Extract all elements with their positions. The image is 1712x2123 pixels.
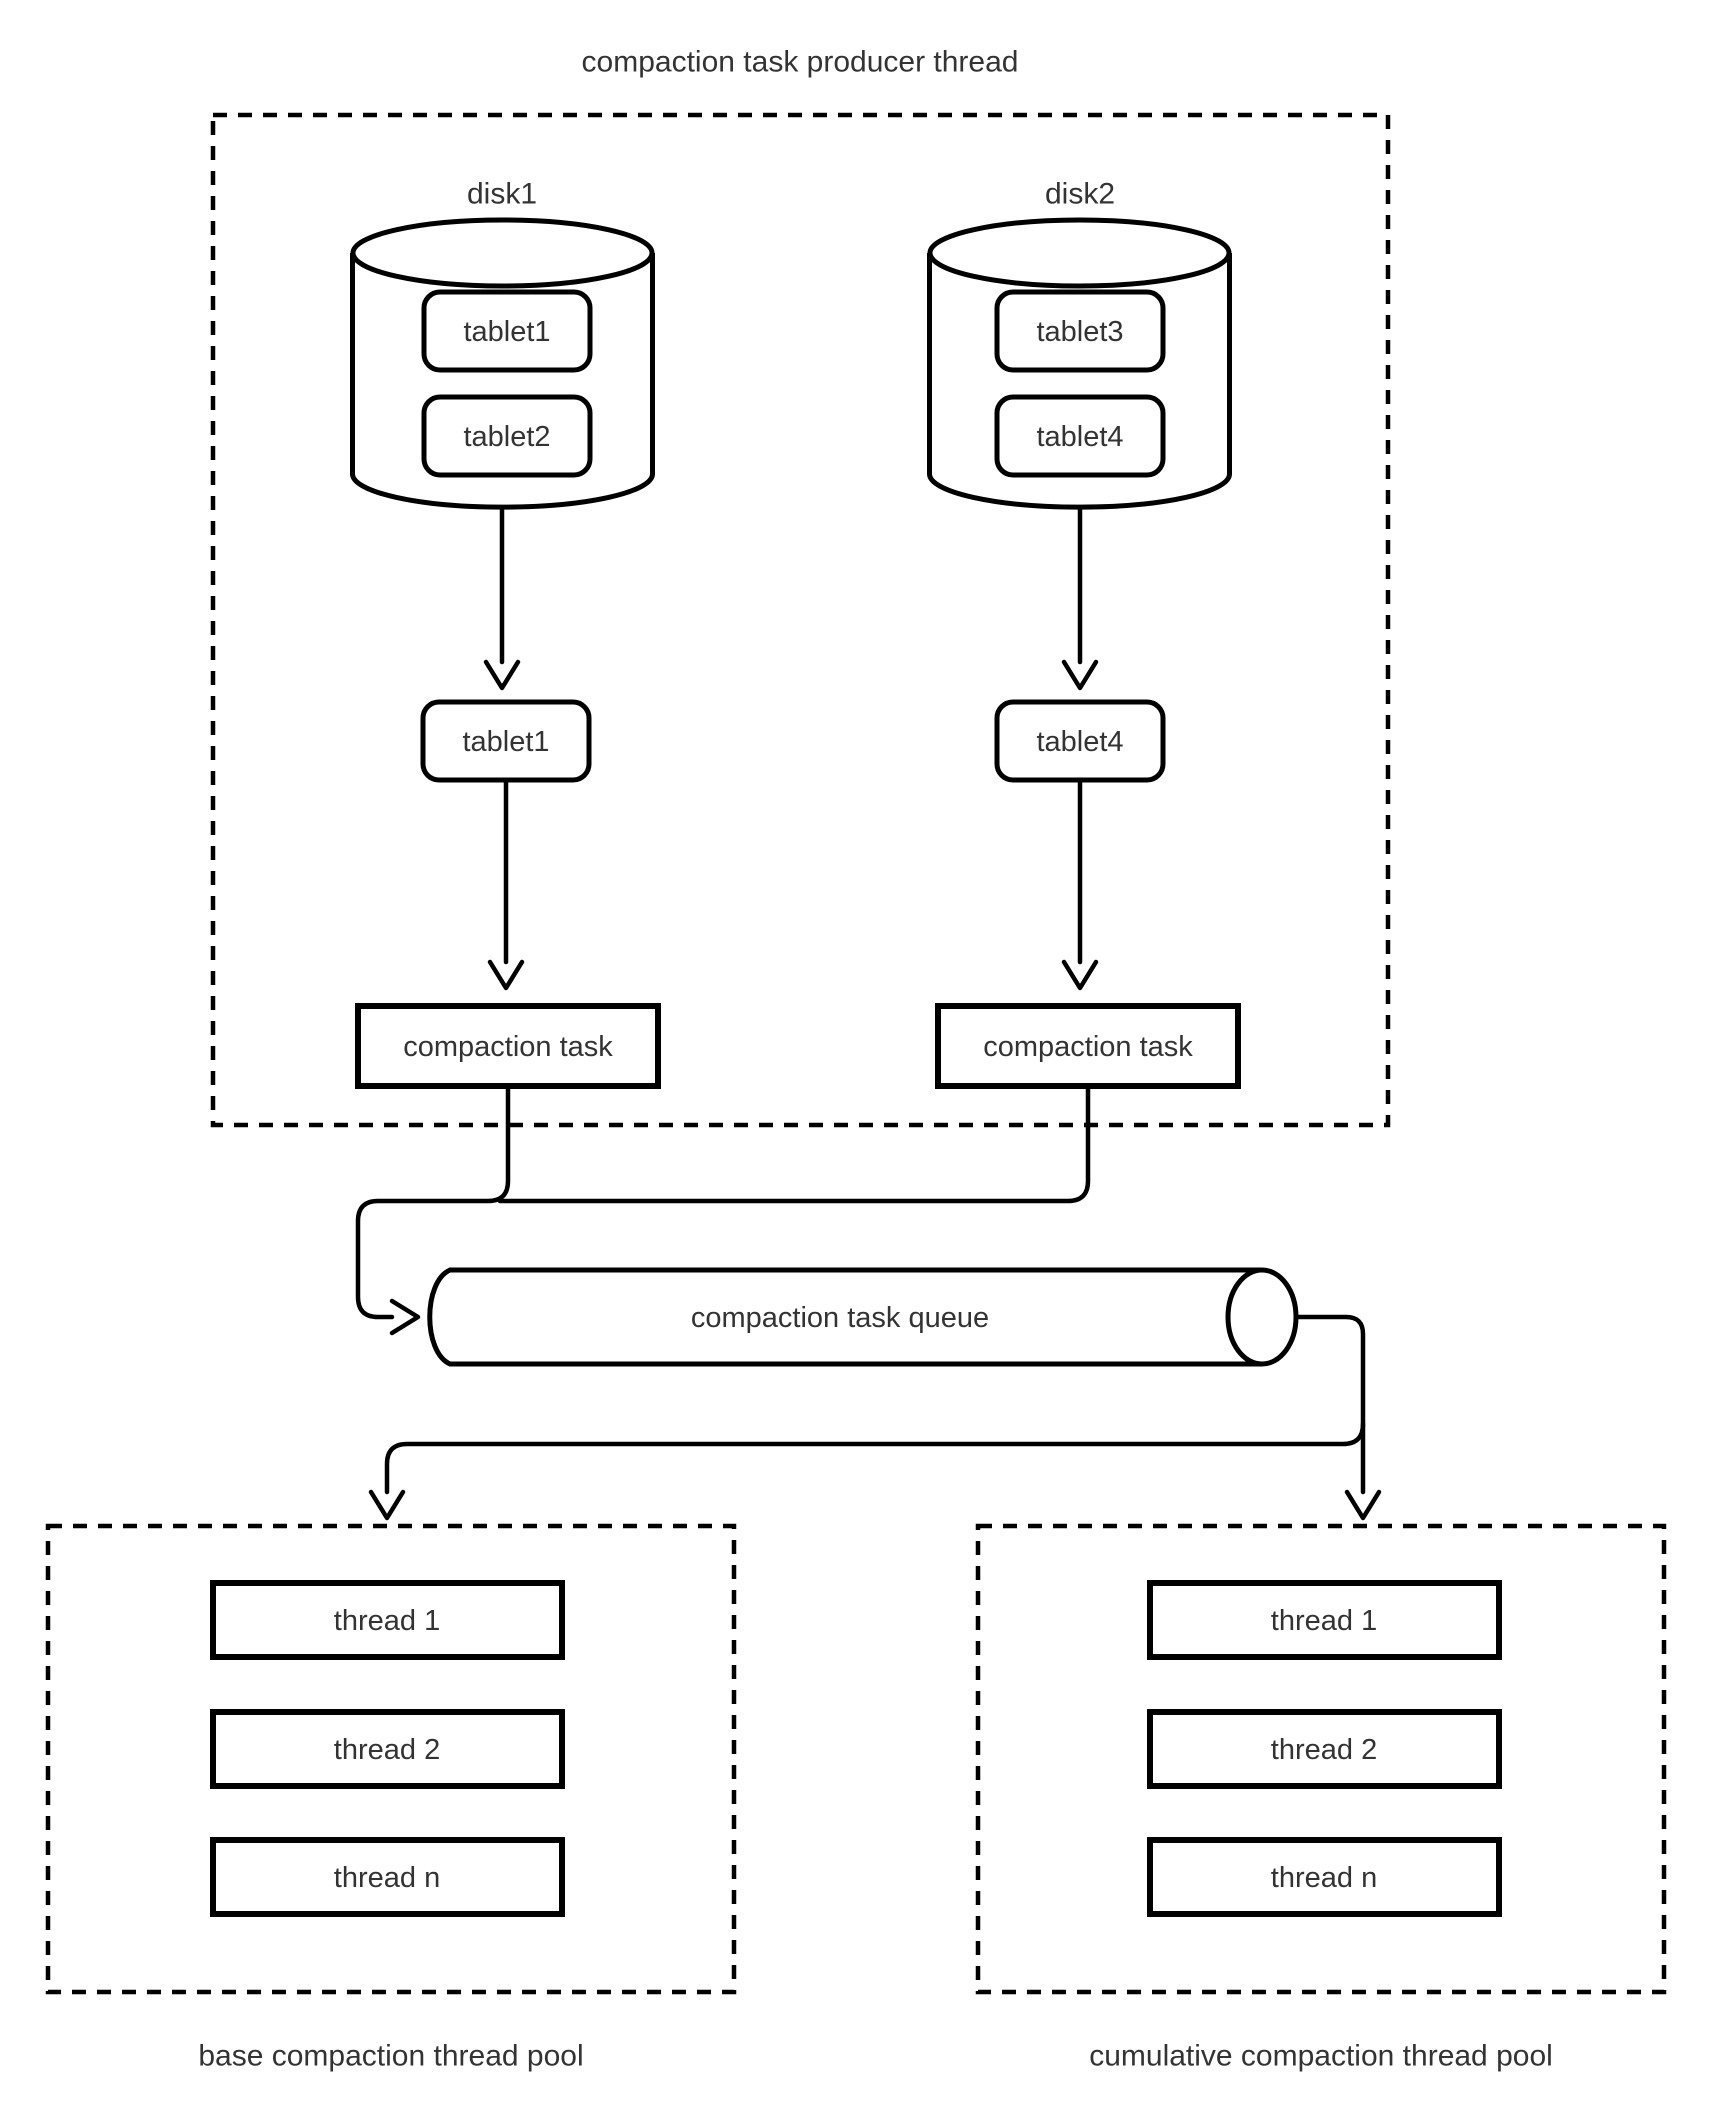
down-arrowhead	[1061, 659, 1099, 691]
right-arrowhead	[389, 1298, 421, 1336]
down-arrowhead	[368, 1489, 406, 1521]
edge-tablet4-to-task	[1061, 779, 1099, 991]
selected-tablet1-label: tablet1	[462, 726, 549, 758]
down-arrowhead	[483, 659, 521, 691]
disk1-tablet2-node	[421, 394, 593, 478]
cumulative-pool-thread-n-node	[1147, 1837, 1502, 1917]
queue-cylinder-cap	[1225, 1267, 1299, 1367]
disk2-tablet3-label: tablet3	[1036, 316, 1123, 348]
disk1-tablet1-node	[421, 289, 593, 373]
disk1-label: disk1	[467, 178, 537, 211]
cumulative-pool-label: cumulative compaction thread pool	[1089, 2040, 1553, 2073]
disk1-cylinder-top	[350, 217, 655, 289]
disk2-cylinder-top	[927, 217, 1232, 289]
cumulative-pool-thread-2-label: thread 2	[1271, 1734, 1377, 1766]
disk2-tablet3-node	[994, 289, 1166, 373]
base-pool-thread-n-node	[210, 1837, 565, 1917]
compaction-task-label-1: compaction task	[403, 1031, 613, 1063]
queue-group: compaction task queue	[427, 1267, 1299, 1367]
down-arrowhead	[487, 959, 525, 991]
edge-disk2-to-tablet4	[1061, 507, 1099, 691]
disk1-tablet1-label: tablet1	[463, 316, 550, 348]
edge-task1-to-queue	[355, 1083, 511, 1336]
base-pool-thread-2-label: thread 2	[334, 1734, 440, 1766]
base-pool-thread-2-node	[210, 1709, 565, 1789]
disk2-label: disk2	[1045, 178, 1115, 211]
disk2-tablet4-label: tablet4	[1036, 421, 1123, 453]
edge-disk1-to-tablet1	[483, 507, 521, 691]
edge-tablet1-to-task	[487, 779, 525, 991]
base-pool-thread-n-label: thread n	[334, 1862, 440, 1894]
producer-thread-boundary	[210, 112, 1391, 1128]
disk1-tablet2-label: tablet2	[463, 421, 550, 453]
edge-queue-to-base-pool	[368, 1421, 1366, 1521]
cumulative-pool-thread-1-node	[1147, 1580, 1502, 1660]
disk1-group: disk1 tablet1 tablet2	[350, 178, 655, 510]
queue-cylinder-body	[427, 1267, 1262, 1367]
compaction-task-label-2: compaction task	[983, 1031, 1193, 1063]
cumulative-pool-thread-1-label: thread 1	[1271, 1605, 1377, 1637]
cumulative-pool-thread-n-label: thread n	[1271, 1862, 1377, 1894]
cumulative-pool-thread-2-node	[1147, 1709, 1502, 1789]
base-pool-thread-1-node	[210, 1580, 565, 1660]
base-pool-group: thread 1 thread 2 thread n base compacti…	[45, 1523, 737, 2073]
disk2-tablet4-node	[994, 394, 1166, 478]
down-arrowhead	[1344, 1489, 1382, 1521]
edge-task2-to-queue	[497, 1083, 1091, 1204]
disk2-group: disk2 tablet3 tablet4	[927, 178, 1232, 510]
edge-queue-to-cumulative-pool	[1293, 1314, 1382, 1521]
diagram-title: compaction task producer thread	[582, 46, 1019, 79]
base-pool-thread-1-label: thread 1	[334, 1605, 440, 1637]
down-arrowhead	[1061, 959, 1099, 991]
compaction-task-node-1	[355, 1003, 661, 1089]
selected-tablet4-label: tablet4	[1036, 726, 1123, 758]
base-pool-label: base compaction thread pool	[198, 2040, 583, 2073]
queue-label: compaction task queue	[691, 1302, 989, 1334]
cumulative-pool-group: thread 1 thread 2 thread n cumulative co…	[975, 1523, 1667, 2073]
